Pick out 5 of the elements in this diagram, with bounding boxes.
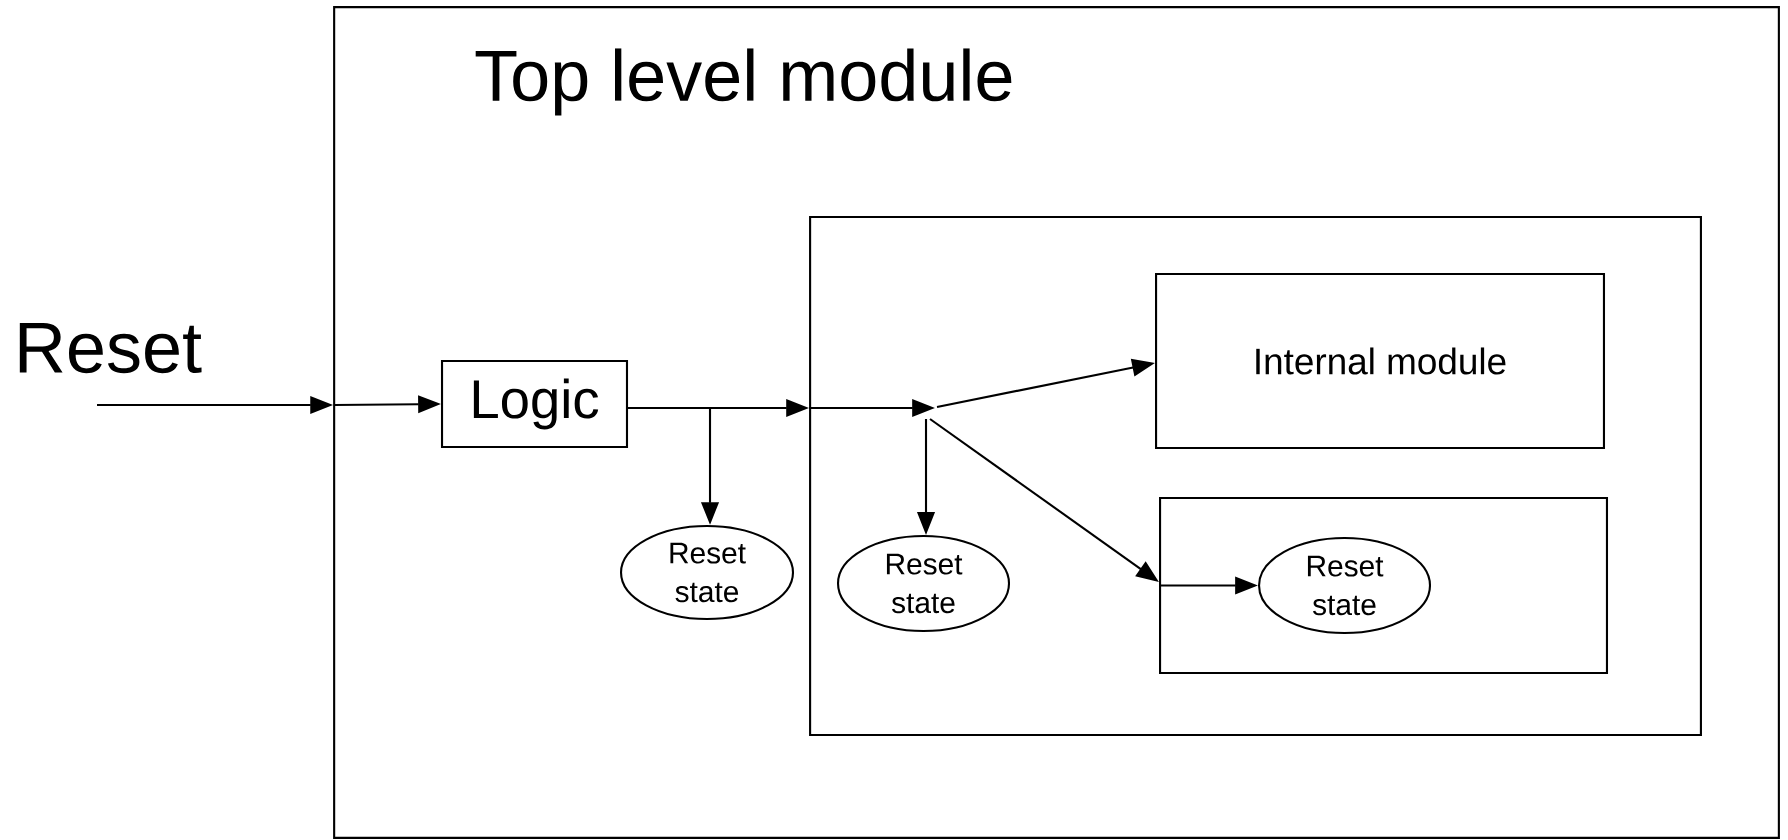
logic-box: Logic [440, 359, 629, 449]
module-box [1159, 496, 1609, 675]
module-box [809, 216, 1702, 736]
input-label: Reset [19, 322, 202, 374]
module-box: Internal module [1155, 272, 1606, 450]
